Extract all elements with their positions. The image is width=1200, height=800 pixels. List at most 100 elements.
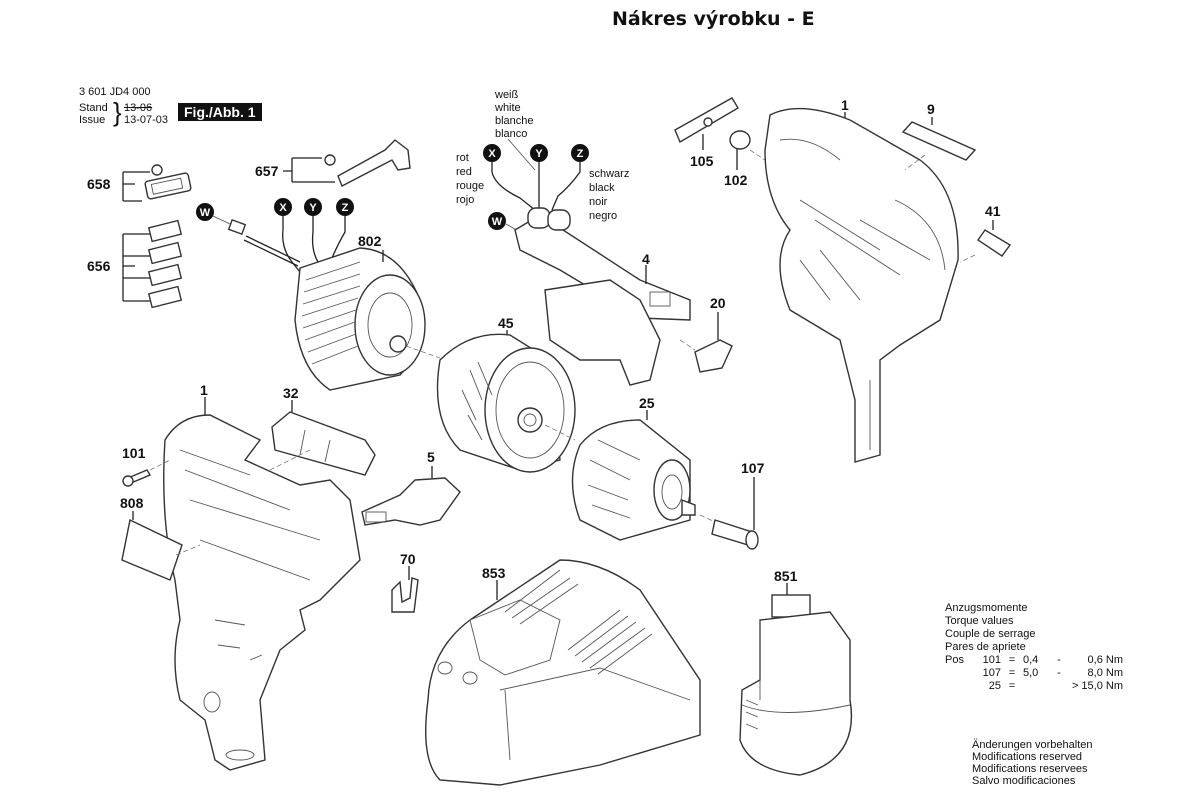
wire-white-en: white	[494, 102, 521, 114]
part-45-gearbox	[436, 330, 576, 473]
marker-y-switch: Y	[535, 148, 543, 160]
torque-heading-es: Pares de apriete	[945, 641, 1026, 653]
torque-pos: 107	[982, 667, 1001, 679]
wire-white-de: weiß	[494, 89, 519, 101]
notice-en: Modifications reserved	[972, 751, 1083, 763]
label-851: 851	[774, 568, 798, 584]
torque-heading-de: Anzugsmomente	[945, 602, 1028, 614]
issue-date: 13-07-03	[124, 114, 169, 126]
wire-red-de: rot	[456, 152, 469, 164]
label-101: 101	[122, 445, 146, 461]
marker-y-motor: Y	[309, 202, 317, 214]
label-1-right: 1	[841, 97, 849, 113]
torque-eq: =	[1008, 680, 1016, 692]
label-107: 107	[741, 460, 765, 476]
part-658-terminal-block	[122, 164, 192, 202]
notice-es: Salvo modificaciones	[972, 775, 1076, 787]
part-32-slider	[269, 400, 376, 476]
marker-x-switch: X	[488, 148, 496, 160]
label-657: 657	[255, 163, 279, 179]
part-4-electronics-switch: X Y Z W	[483, 138, 691, 386]
marker-x-motor: X	[279, 202, 287, 214]
pos-label: Pos	[945, 654, 964, 666]
label-658: 658	[87, 176, 111, 192]
old-date: 13-06	[124, 102, 153, 114]
issue-dates: 13-06 13-07-03	[124, 102, 168, 126]
part-102-cap	[729, 130, 766, 170]
part-5-selector	[361, 466, 461, 526]
part-851-battery	[739, 583, 853, 776]
label-70: 70	[400, 551, 416, 567]
wire-black-fr: noir	[589, 196, 608, 208]
part-1-housing-left	[163, 397, 361, 771]
torque-row: 107 = 5,0 - 8,0 Nm	[945, 667, 1123, 680]
label-41: 41	[985, 203, 1001, 219]
wire-red-fr: rouge	[456, 180, 484, 192]
part-41-label	[959, 220, 1012, 263]
wire-black-en: black	[589, 182, 615, 194]
torque-heading-en: Torque values	[945, 615, 1014, 627]
wire-connector-w: W	[196, 203, 301, 267]
stand-issue-labels: Stand Issue	[79, 102, 108, 126]
torque-max: 0,6 Nm	[1087, 654, 1123, 666]
page-title: Nákres výrobku - E	[612, 8, 815, 30]
torque-eq: =	[1008, 654, 1016, 666]
marker-w-left: W	[200, 207, 211, 219]
part-107-screw	[699, 477, 759, 550]
torque-dash: -	[1057, 667, 1061, 679]
wire-black-es: negro	[589, 210, 617, 222]
label-853: 853	[482, 565, 506, 581]
document-number: 3 601 JD4 000	[79, 86, 151, 98]
label-102: 102	[724, 172, 748, 188]
stand-label: Stand	[79, 102, 108, 114]
label-105: 105	[690, 153, 714, 169]
torque-min: 5,0	[1023, 667, 1039, 679]
label-32: 32	[283, 385, 299, 401]
label-1-left: 1	[200, 382, 208, 398]
wire-red-en: red	[456, 166, 472, 178]
torque-dash	[1051, 680, 1067, 693]
torque-pos: 101	[982, 654, 1001, 666]
part-25-chuck	[571, 410, 696, 541]
part-657-bracket	[283, 139, 411, 187]
part-656-contacts	[122, 219, 183, 309]
part-802-motor: X Y Z	[274, 198, 441, 391]
label-9: 9	[927, 101, 935, 117]
wire-legend: weiß white blanche blanco rot red rouge …	[456, 89, 629, 222]
label-5: 5	[427, 449, 435, 465]
marker-z-motor: Z	[342, 202, 349, 214]
part-853-charger	[425, 559, 701, 786]
torque-row: 25 = > 15,0 Nm	[945, 680, 1123, 693]
torque-max: 8,0 Nm	[1087, 667, 1123, 679]
wire-white-es: blanco	[495, 128, 527, 140]
wire-black-de: schwarz	[589, 168, 629, 180]
part-101-screw	[122, 459, 171, 487]
torque-dash: -	[1057, 654, 1061, 666]
label-20: 20	[710, 295, 726, 311]
brace-glyph: }	[113, 97, 122, 127]
torque-min	[1023, 680, 1051, 693]
modification-notice: Änderungen vorbehalten Modifications res…	[972, 739, 1092, 787]
part-70-clip	[391, 566, 419, 613]
part-105-plate	[674, 97, 739, 150]
marker-w-switch: W	[492, 216, 503, 228]
part-20-button	[679, 312, 733, 373]
part-1-housing-right	[764, 107, 959, 463]
label-45: 45	[498, 315, 514, 331]
issue-label: Issue	[79, 114, 106, 126]
label-808: 808	[120, 495, 144, 511]
part-9-label	[901, 117, 977, 171]
marker-z-switch: Z	[577, 148, 584, 160]
label-802: 802	[358, 233, 382, 249]
label-656: 656	[87, 258, 111, 274]
torque-values-table: Anzugsmomente Torque values Couple de se…	[945, 602, 1123, 693]
figure-badge: Fig./Abb. 1	[178, 103, 262, 121]
torque-max: > 15,0 Nm	[1071, 680, 1123, 692]
part-808-label	[121, 511, 201, 581]
torque-min: 0,4	[1023, 654, 1039, 666]
wire-red-es: rojo	[456, 194, 474, 206]
notice-de: Änderungen vorbehalten	[972, 739, 1093, 751]
wire-white-fr: blanche	[495, 115, 534, 127]
label-4: 4	[642, 251, 650, 267]
